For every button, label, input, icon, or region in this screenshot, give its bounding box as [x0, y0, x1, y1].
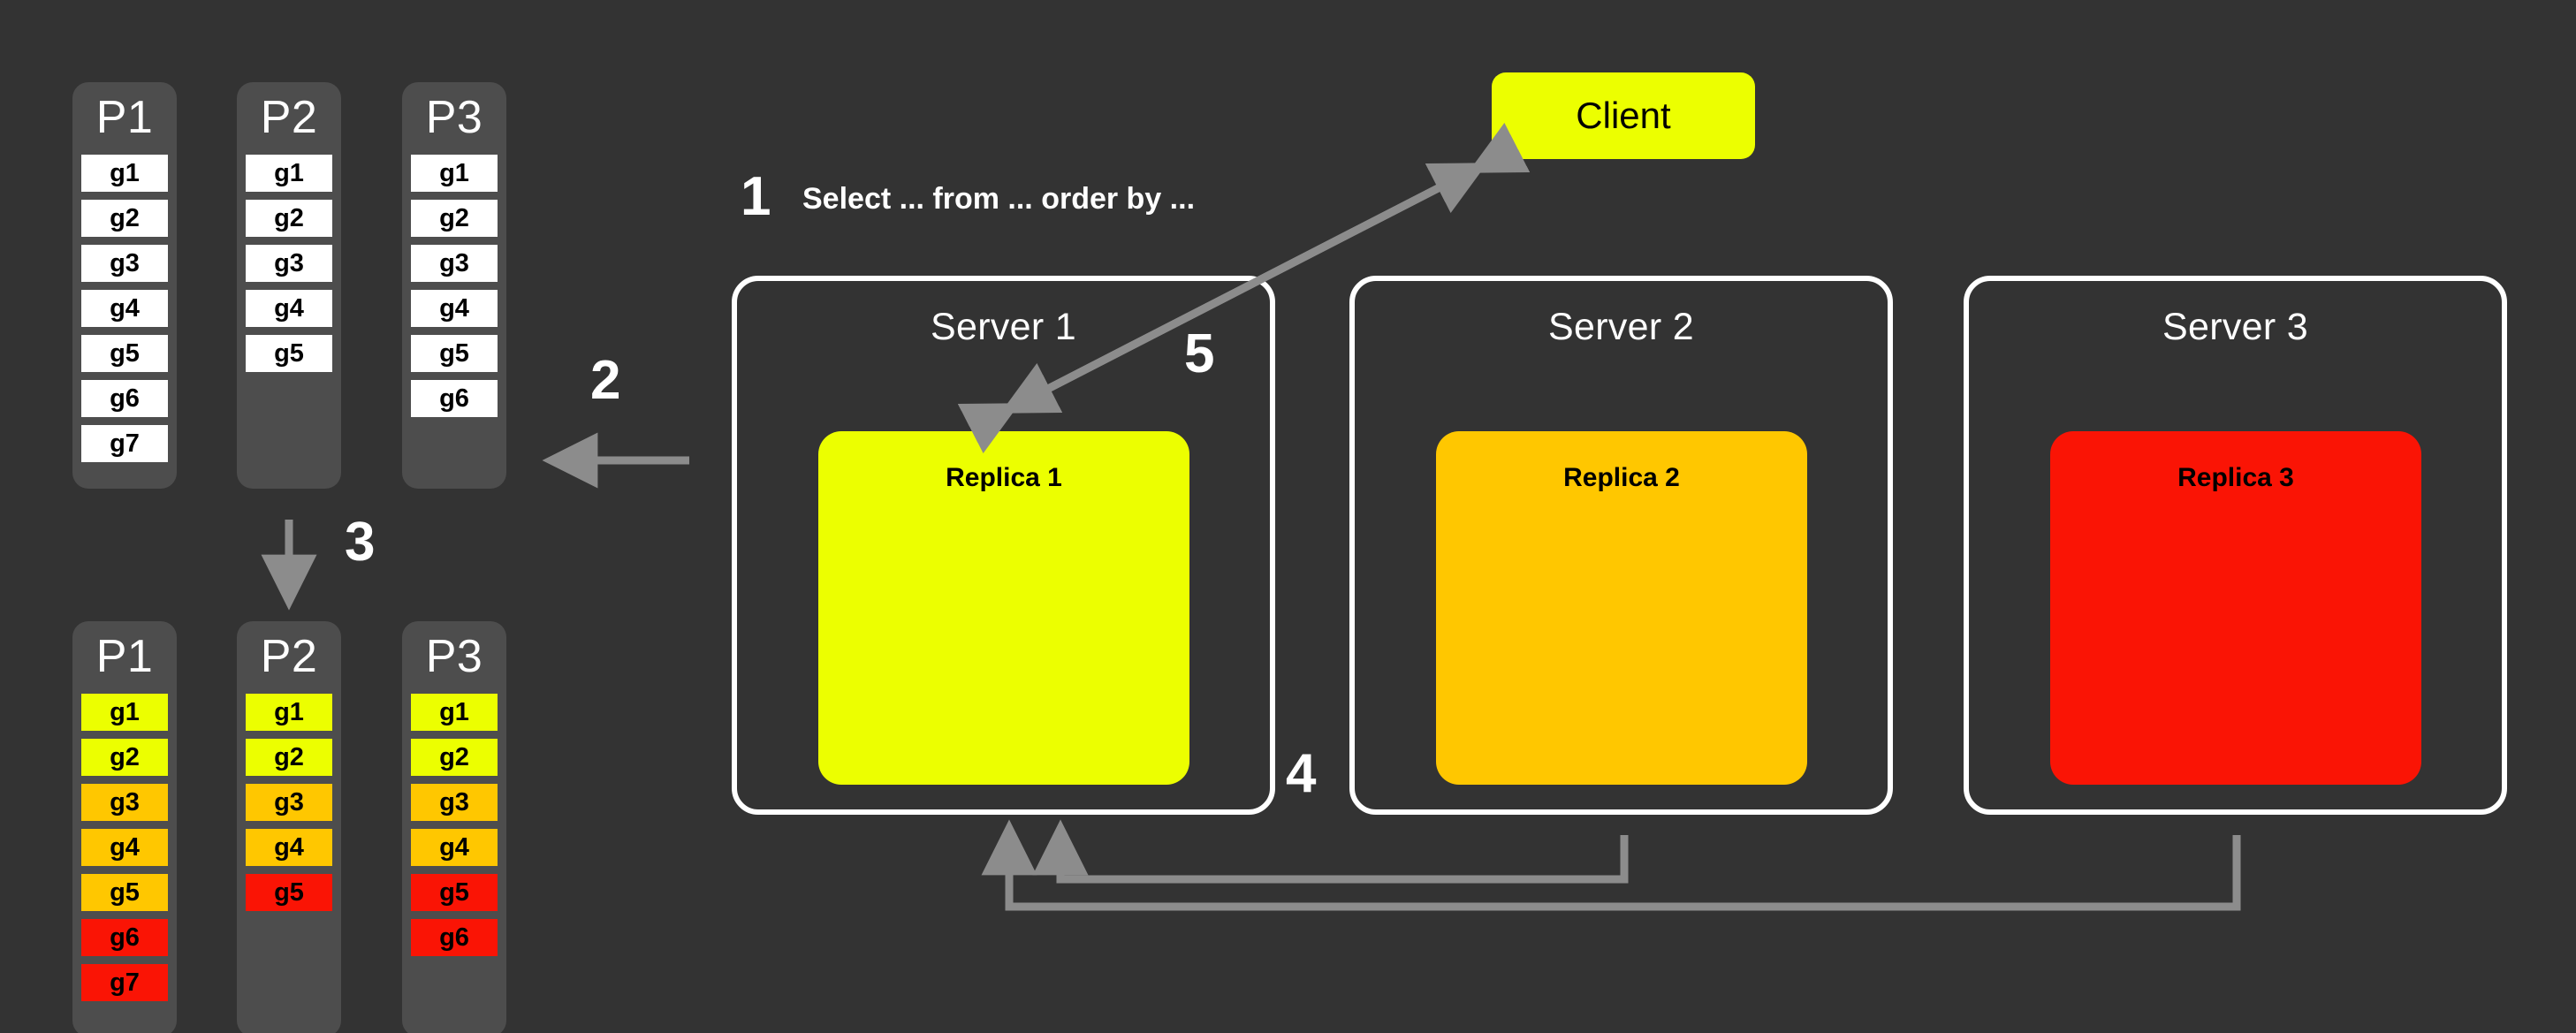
partition-cell: g7: [81, 964, 168, 1001]
partition-cell: g2: [411, 739, 498, 776]
partition-cell: g3: [81, 784, 168, 821]
partition-bottom-p2: P2 g1 g2 g3 g4 g5: [237, 621, 341, 1033]
partition-cell: g2: [411, 200, 498, 237]
partition-cell: g4: [246, 290, 332, 327]
partition-title: P2: [260, 92, 318, 143]
partition-title: P3: [425, 631, 483, 682]
partition-cell: g5: [411, 874, 498, 911]
partition-cell: g6: [411, 919, 498, 956]
partition-cell: g5: [81, 874, 168, 911]
partition-cell: g7: [81, 425, 168, 462]
partition-cell: g1: [81, 694, 168, 731]
partition-cell-stack: g1 g2 g3 g4 g5: [237, 155, 341, 372]
partition-cell: g5: [246, 335, 332, 372]
partition-top-p2: P2 g1 g2 g3 g4 g5: [237, 82, 341, 489]
step-number-1: 1: [741, 166, 771, 227]
partition-cell: g4: [81, 829, 168, 866]
partition-cell: g4: [81, 290, 168, 327]
partition-cell: g4: [246, 829, 332, 866]
partition-cell: g2: [246, 739, 332, 776]
partition-title: P1: [95, 631, 154, 682]
partition-cell: g6: [81, 380, 168, 417]
arrow-step-4-server3: [981, 819, 2241, 911]
partition-cell: g1: [411, 155, 498, 192]
partition-cell: g1: [81, 155, 168, 192]
partition-cell: g5: [411, 335, 498, 372]
replica-label: Replica 1: [946, 463, 1062, 492]
partition-cell: g3: [246, 245, 332, 282]
replica-1-box[interactable]: Replica 1: [818, 431, 1189, 785]
server-2-box: Server 2 Replica 2: [1349, 276, 1893, 815]
client-label: Client: [1576, 95, 1671, 136]
partition-cell: g5: [81, 335, 168, 372]
partition-cell-stack: g1 g2 g3 g4 g5 g6: [402, 694, 506, 956]
partition-cell-stack: g1 g2 g3 g4 g5 g6: [402, 155, 506, 417]
partition-cell: g3: [246, 784, 332, 821]
partition-cell: g6: [81, 919, 168, 956]
arrow-step-4-server2: [1032, 819, 1629, 884]
partition-cell: g4: [411, 829, 498, 866]
partition-top-p1: P1 g1 g2 g3 g4 g5 g6 g7: [72, 82, 177, 489]
partition-cell: g2: [81, 739, 168, 776]
partition-cell: g3: [411, 784, 498, 821]
server-3-box: Server 3 Replica 3: [1964, 276, 2507, 815]
server-1-box: Server 1 Replica 1: [732, 276, 1275, 815]
partition-cell: g5: [246, 874, 332, 911]
partition-cell: g2: [246, 200, 332, 237]
partition-top-p3: P3 g1 g2 g3 g4 g5 g6: [402, 82, 506, 489]
replica-2-box[interactable]: Replica 2: [1436, 431, 1807, 785]
server-title: Server 3: [2162, 306, 2308, 348]
partition-cell: g6: [411, 380, 498, 417]
partition-cell: g2: [81, 200, 168, 237]
step-number-3: 3: [345, 512, 376, 573]
server-title: Server 2: [1548, 306, 1694, 348]
partition-bottom-p1: P1 g1 g2 g3 g4 g5 g6 g7: [72, 621, 177, 1033]
partition-cell-stack: g1 g2 g3 g4 g5 g6 g7: [72, 155, 177, 462]
partition-cell: g3: [81, 245, 168, 282]
partition-title: P2: [260, 631, 318, 682]
partition-cell: g1: [246, 155, 332, 192]
step-number-5: 5: [1184, 323, 1215, 384]
replica-label: Replica 3: [2177, 463, 2294, 492]
partition-cell: g3: [411, 245, 498, 282]
partition-bottom-p3: P3 g1 g2 g3 g4 g5 g6: [402, 621, 506, 1033]
replica-label: Replica 2: [1563, 463, 1680, 492]
step-number-4: 4: [1286, 743, 1317, 804]
partition-cell-stack: g1 g2 g3 g4 g5: [237, 694, 341, 911]
client-box[interactable]: Client: [1492, 72, 1755, 159]
partition-cell: g1: [411, 694, 498, 731]
partition-cell: g4: [411, 290, 498, 327]
partition-title: P1: [95, 92, 154, 143]
query-label: Select ... from ... order by ...: [802, 182, 1196, 216]
step-number-2: 2: [590, 350, 621, 411]
replica-3-box[interactable]: Replica 3: [2050, 431, 2421, 785]
partition-cell: g1: [246, 694, 332, 731]
partition-title: P3: [425, 92, 483, 143]
partition-cell-stack: g1 g2 g3 g4 g5 g6 g7: [72, 694, 177, 1001]
